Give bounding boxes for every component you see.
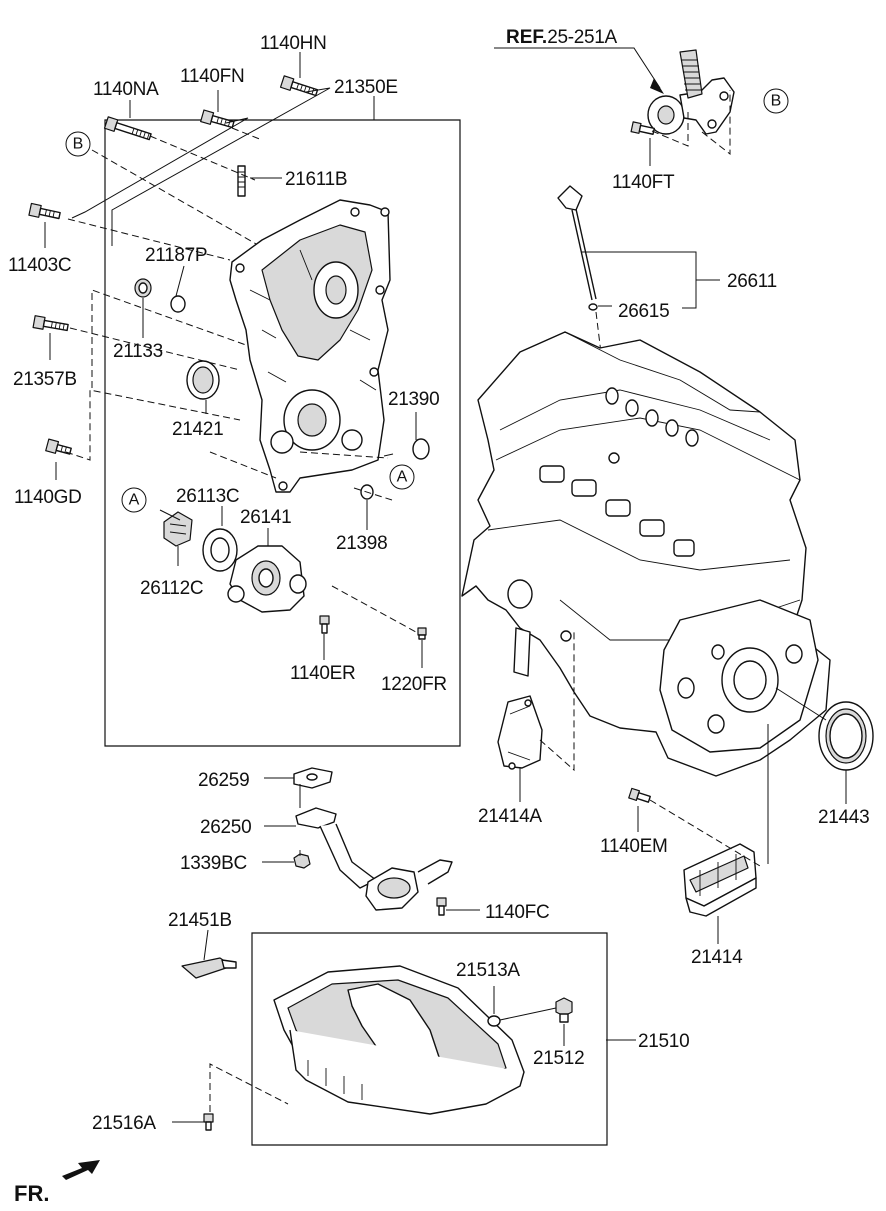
callout-b-right: B [763, 88, 789, 114]
bolt-21357B[interactable] [32, 315, 69, 334]
oil-pump-26141[interactable] [227, 545, 307, 613]
label-26259[interactable]: 26259 [198, 770, 250, 791]
front-arrow-icon [62, 1160, 100, 1180]
bolt-1140NA[interactable] [103, 116, 152, 143]
bolt-11403C[interactable] [28, 202, 61, 221]
oring-21187P[interactable] [170, 295, 186, 313]
label-21187P[interactable]: 21187P [145, 245, 208, 266]
label-21421[interactable]: 21421 [172, 419, 224, 440]
plug-21133[interactable] [134, 278, 152, 298]
callout-a-left: A [121, 487, 147, 513]
label-26250[interactable]: 26250 [200, 817, 252, 838]
bolt-1140FC[interactable] [436, 897, 447, 916]
pump-cover-26112C[interactable] [163, 511, 193, 547]
callout-a-right: A [389, 464, 415, 490]
label-1140FT[interactable]: 1140FT [612, 172, 675, 193]
label-1220FR[interactable]: 1220FR [381, 674, 447, 695]
label-ref[interactable]: REF.25-251A [506, 27, 618, 48]
label-11403C[interactable]: 11403C [8, 255, 72, 276]
svg-text:B: B [771, 93, 782, 110]
washer-21513A[interactable] [487, 1015, 501, 1027]
bracket-21414A[interactable] [497, 695, 543, 770]
oil-strainer-26250[interactable] [295, 807, 453, 911]
gear-26113C[interactable] [202, 528, 238, 572]
bolt-1140EM[interactable] [628, 787, 651, 804]
label-21398[interactable]: 21398 [336, 533, 388, 554]
rear-seal-21443[interactable] [818, 701, 874, 771]
cylinder-block [461, 331, 831, 777]
sealant-21451B[interactable] [181, 957, 237, 979]
label-21611B[interactable]: 21611B [285, 169, 348, 190]
oil-pan-21510[interactable] [273, 965, 525, 1115]
label-21350E[interactable]: 21350E [334, 77, 398, 98]
cover-21414[interactable] [683, 843, 757, 917]
timing-cover-21350E[interactable] [229, 199, 391, 493]
bolt-1140GD[interactable] [45, 438, 72, 457]
bolt-1140ER[interactable] [319, 615, 330, 634]
label-1339BC[interactable]: 1339BC [180, 853, 247, 874]
label-26615[interactable]: 26615 [618, 301, 670, 322]
plug-21390[interactable] [412, 438, 430, 460]
tensioner-assembly[interactable] [647, 49, 735, 135]
label-21390[interactable]: 21390 [388, 389, 440, 410]
stud-21611B[interactable] [237, 165, 246, 197]
label-1140FN[interactable]: 1140FN [180, 66, 245, 87]
label-1140EM[interactable]: 1140EM [600, 836, 668, 857]
label-1140FC[interactable]: 1140FC [485, 902, 550, 923]
label-21414[interactable]: 21414 [691, 947, 743, 968]
svg-text:A: A [129, 492, 140, 509]
drain-plug-21512[interactable] [555, 997, 573, 1023]
bolt-1140HN[interactable] [279, 75, 319, 99]
label-21133[interactable]: 21133 [113, 341, 163, 362]
label-21512[interactable]: 21512 [533, 1048, 585, 1069]
label-21357B[interactable]: 21357B [13, 369, 77, 390]
nut-1339BC[interactable] [293, 850, 311, 869]
label-front: FR. [14, 1181, 49, 1206]
label-21451B[interactable]: 21451B [168, 910, 232, 931]
label-1140HN[interactable]: 1140HN [260, 33, 327, 54]
seal-21421[interactable] [186, 360, 220, 400]
label-26141[interactable]: 26141 [240, 507, 292, 528]
label-21516A[interactable]: 21516A [92, 1113, 157, 1134]
bolt-21516A[interactable] [203, 1113, 214, 1131]
label-1140GD[interactable]: 1140GD [14, 487, 82, 508]
svg-text:B: B [73, 136, 84, 153]
callout-b-left: B [65, 131, 91, 157]
bolt-1220FR[interactable] [417, 627, 427, 640]
oring-26615[interactable] [588, 303, 598, 311]
label-21510[interactable]: 21510 [638, 1031, 690, 1052]
timing-cover-group-box [104, 119, 461, 747]
svg-text:A: A [397, 469, 408, 486]
gasket-26259[interactable] [293, 767, 333, 789]
label-21513A[interactable]: 21513A [456, 960, 521, 981]
label-21443[interactable]: 21443 [818, 807, 870, 828]
label-26112C[interactable]: 26112C [140, 578, 204, 599]
label-1140NA[interactable]: 1140NA [93, 79, 159, 100]
label-26113C[interactable]: 26113C [176, 486, 240, 507]
label-26611[interactable]: 26611 [727, 271, 777, 292]
label-1140ER[interactable]: 1140ER [290, 663, 356, 684]
dipstick-26611[interactable] [557, 185, 597, 301]
label-21414A[interactable]: 21414A [478, 806, 543, 827]
oil-pan-group-box [251, 932, 608, 1146]
bolt-1140FN[interactable] [200, 109, 235, 130]
